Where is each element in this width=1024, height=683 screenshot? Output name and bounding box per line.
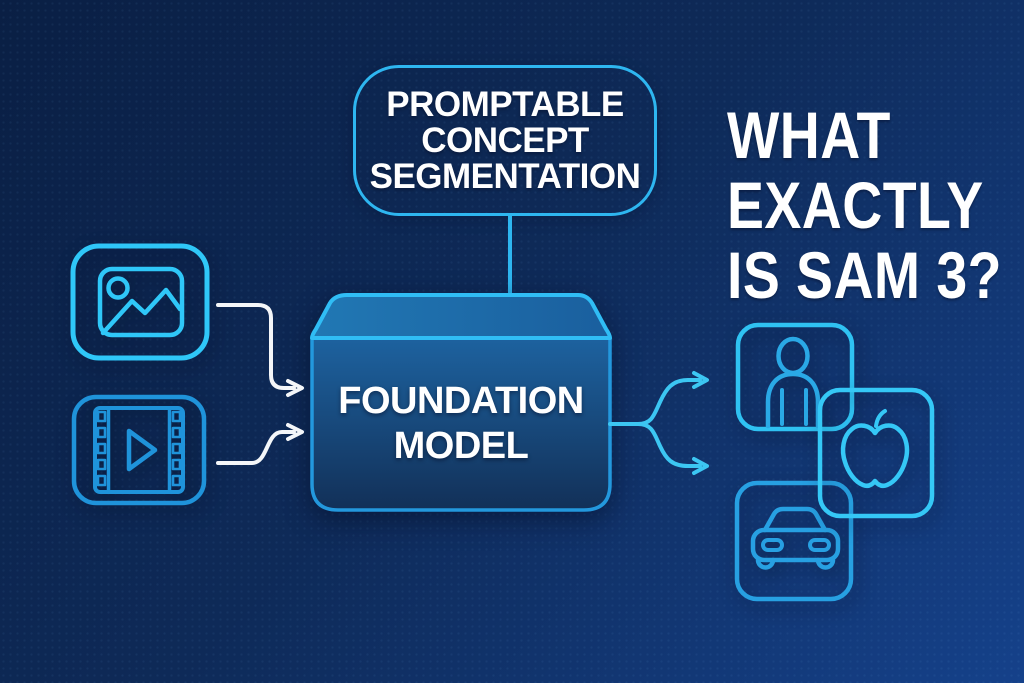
output-arrow-up [636,378,702,426]
prompt-box-line-3: SEGMENTATION [369,156,641,196]
input-arrows [216,303,304,465]
output-arrow-down [636,422,702,468]
headline-line-1: WHAT [727,98,891,172]
video-to-model-arrow [216,430,296,465]
output-arrows [608,371,709,475]
prompt-concept-box: PROMPTABLE CONCEPT SEGMENTATION [353,65,657,216]
person-icon [735,322,855,432]
headline-line-2: EXACTLY [727,168,984,242]
prompt-box-line-1: PROMPTABLE [386,84,624,124]
foundation-model-label: FOUNDATION MODEL [312,338,610,510]
model-box-face [310,336,612,512]
apple-icon [817,387,935,519]
image-icon [70,243,210,361]
output-up-arrowhead [692,371,709,389]
headline-title: WHAT EXACTLY IS SAM 3? [727,100,1002,310]
image-arrowhead [286,379,304,397]
image-to-model-arrow [216,303,296,390]
headline-line-3: IS SAM 3? [727,238,1002,312]
model-label-line-1: FOUNDATION [338,380,584,422]
prompt-box-line-2: CONCEPT [421,120,589,160]
car-icon [734,480,854,602]
video-icon [71,394,207,506]
foundation-model-box [310,293,612,512]
video-arrowhead [286,423,304,441]
output-down-arrowhead [692,457,709,475]
model-label-line-2: MODEL [393,425,529,467]
model-box-lid [310,293,612,340]
prompt-to-model-connector [508,214,512,295]
